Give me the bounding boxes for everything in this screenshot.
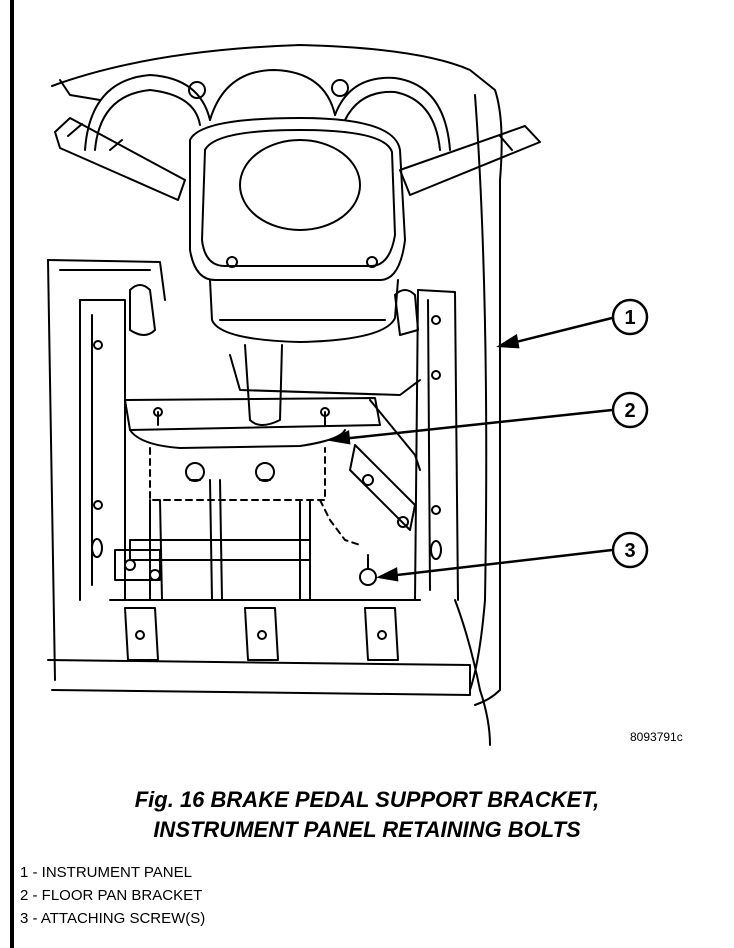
bracket-nuts (185, 462, 275, 482)
legend-item-1: 1 - INSTRUMENT PANEL (20, 864, 192, 881)
legend: 1 - INSTRUMENT PANEL 2 - FLOOR PAN BRACK… (20, 861, 205, 930)
callout-number-3: 3 (624, 540, 635, 562)
dashboard-outline (51, 44, 503, 706)
legend-item-3: 3 - ATTACHING SCREW(S) (20, 910, 206, 927)
side-strap (349, 444, 416, 531)
gauge-cluster (84, 69, 451, 151)
callout-circle-2: 2 (611, 391, 649, 429)
figure-caption: Fig. 16 BRAKE PEDAL SUPPORT BRACKET, INS… (0, 785, 734, 845)
callout-number-1: 1 (624, 307, 635, 329)
brake-pedal-assembly (114, 479, 311, 601)
right-stalk (399, 125, 541, 196)
right-support-column (394, 289, 459, 601)
caption-line-1: Fig. 16 BRAKE PEDAL SUPPORT BRACKET, (134, 787, 600, 812)
callout-circle-1: 1 (611, 298, 649, 336)
callout-number-2: 2 (624, 400, 635, 422)
steering-hub (189, 117, 406, 343)
attaching-screw (359, 554, 377, 586)
left-stalk (54, 117, 186, 201)
leader-line-1 (499, 316, 613, 348)
leader-line-2 (331, 408, 613, 442)
caption-line-2: INSTRUMENT PANEL RETAINING BOLTS (153, 817, 581, 842)
left-support-column (47, 259, 166, 681)
leader-line-3 (379, 548, 613, 579)
left-border-rule (10, 0, 14, 948)
lower-clips (124, 607, 399, 661)
diagram-illustration: 1 2 3 (47, 44, 649, 746)
legend-item-2: 2 - FLOOR PAN BRACKET (20, 887, 203, 904)
figure-id: 8093791c (630, 730, 683, 744)
callout-circle-3: 3 (611, 531, 649, 569)
